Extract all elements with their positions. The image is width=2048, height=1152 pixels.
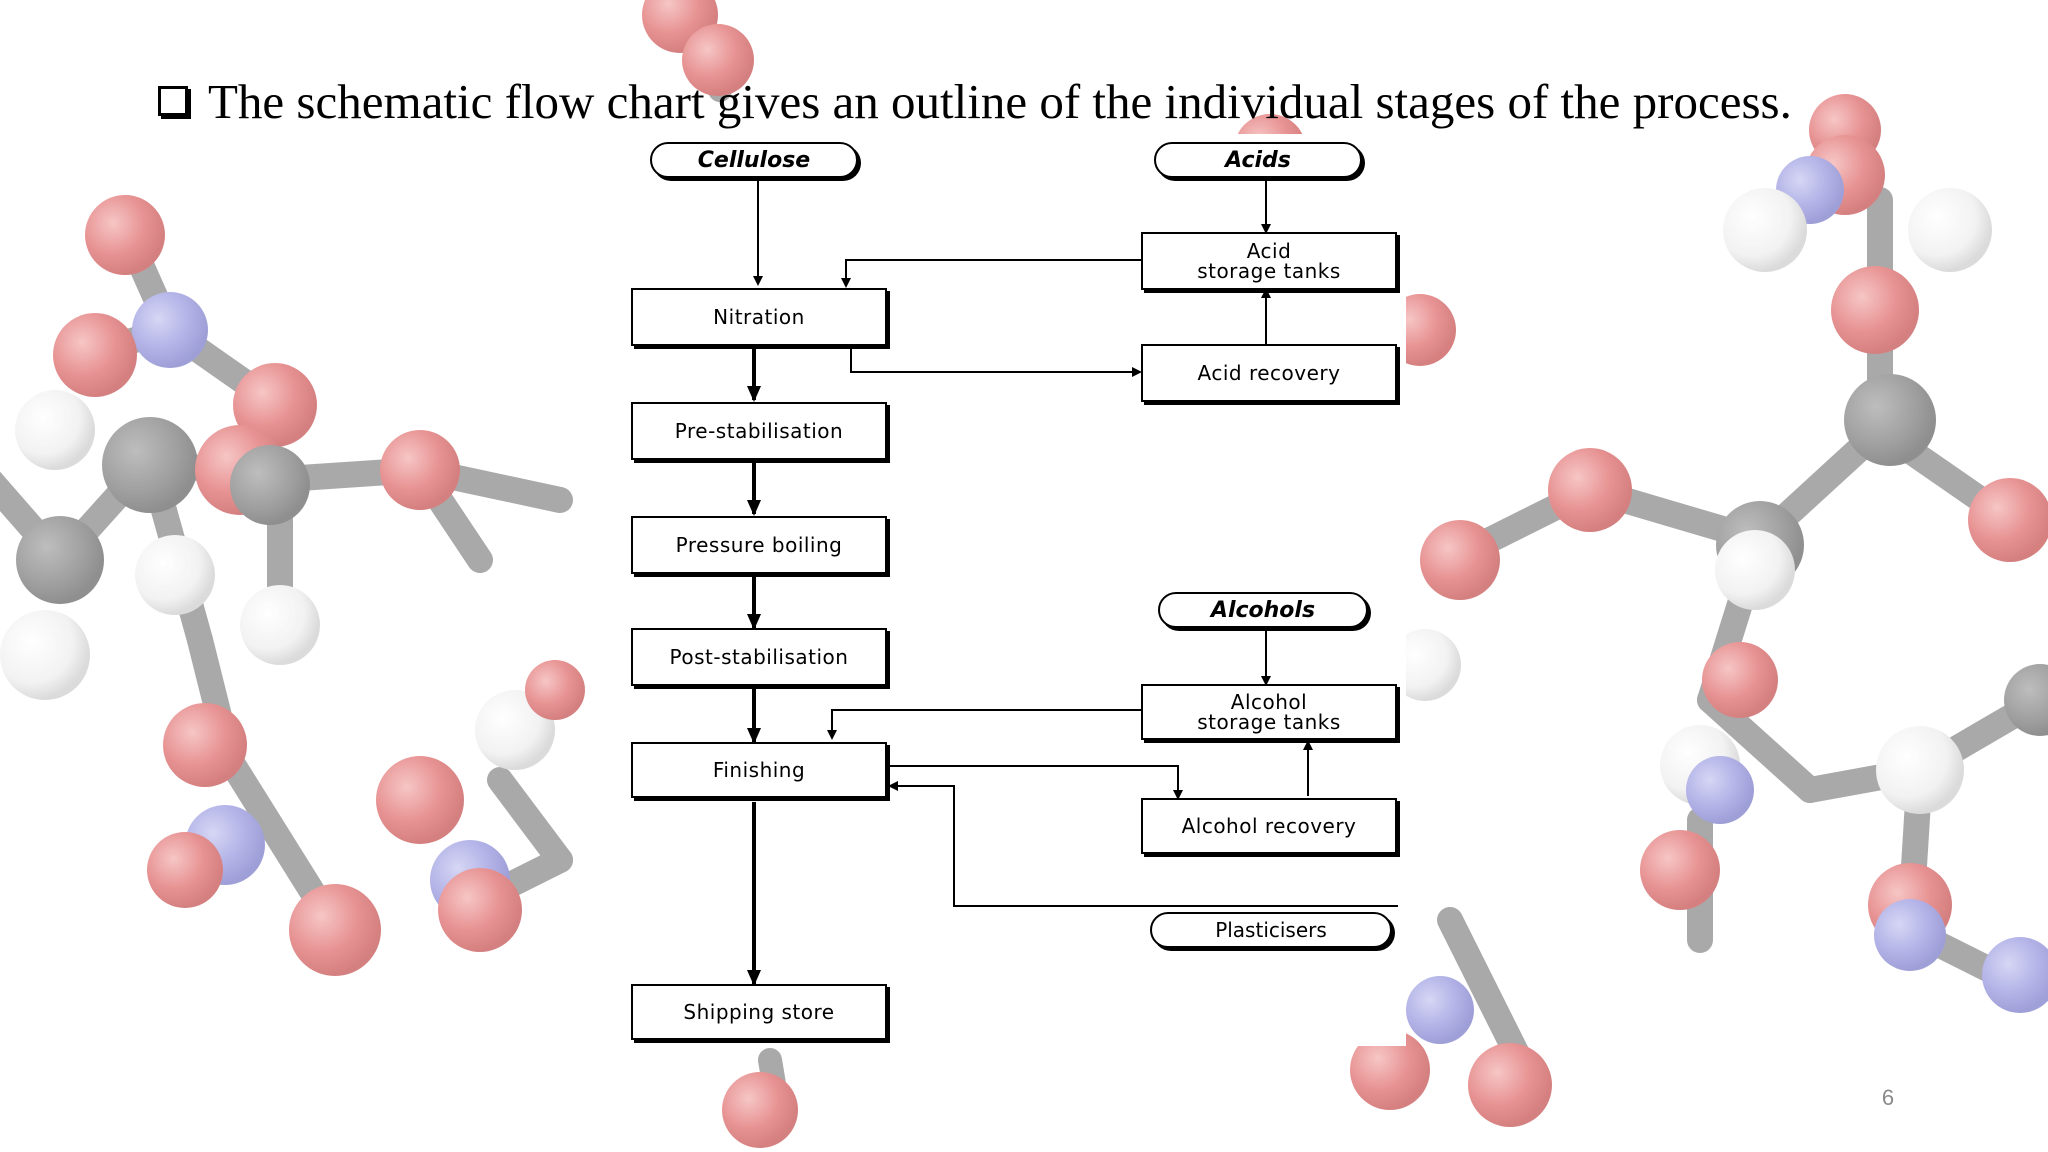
acid-storage-line1: Acid — [1246, 239, 1292, 263]
node-alcohol-storage-tanks: Alcohol storage tanks — [1141, 684, 1397, 740]
page-number: 6 — [1881, 1085, 1895, 1110]
node-finishing: Finishing — [631, 742, 887, 798]
node-shipping-store: Shipping store — [631, 984, 887, 1040]
input-acids: Acids — [1154, 142, 1362, 178]
arrow-acid-storage-nitration — [841, 259, 1141, 288]
node-acid-recovery: Acid recovery — [1141, 344, 1397, 402]
node-alcohol-recovery: Alcohol recovery — [1141, 798, 1397, 854]
node-nitration: Nitration — [631, 288, 887, 346]
input-plasticisers: Plasticisers — [1150, 912, 1392, 948]
alcohol-storage-line2: storage tanks — [1197, 710, 1341, 734]
acid-storage-line2: storage tanks — [1197, 259, 1341, 283]
input-alcohols: Alcohols — [1158, 592, 1368, 628]
arrow-alcohol-storage-finishing — [827, 709, 1141, 740]
alcohol-storage-line1: Alcohol — [1230, 690, 1308, 714]
node-acid-storage-tanks: Acid storage tanks — [1141, 232, 1397, 290]
arrow-finishing-alcohol-recovery — [886, 765, 1183, 800]
heading-bullet: The schematic flow chart gives an outlin… — [158, 66, 1918, 136]
node-post-stabilisation: Post-stabilisation — [631, 628, 887, 686]
arrow-plasticisers-finishing — [888, 781, 1398, 907]
node-pre-stabilisation: Pre-stabilisation — [631, 402, 887, 460]
checkbox-bullet-icon — [158, 86, 188, 116]
node-pressure-boiling: Pressure boiling — [631, 516, 887, 574]
arrow-nitration-acid-recovery — [850, 346, 1142, 377]
flowchart-connectors — [747, 178, 1398, 986]
input-cellulose: Cellulose — [650, 142, 858, 178]
slide-heading: The schematic flow chart gives an outlin… — [208, 73, 1792, 129]
